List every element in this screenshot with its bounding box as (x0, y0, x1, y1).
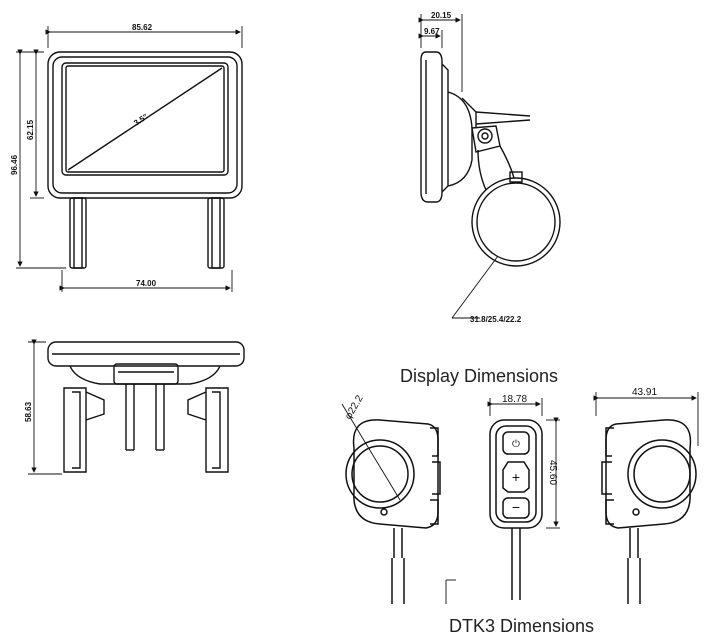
display-bottom-view (47, 341, 245, 473)
remote-right-dimension-lines (593, 392, 699, 446)
remote-left-dimension-lines (341, 403, 456, 604)
display-side-dimension-lines (418, 14, 499, 319)
dtk3-dimensions-caption: DTK3 Dimensions (449, 616, 595, 636)
display-front-view (47, 51, 243, 269)
remote-depth-label: 43.91 (632, 387, 657, 398)
remote-width-label: 18.78 (502, 394, 527, 405)
remote-height-label: 45.60 (547, 460, 558, 485)
display-width-label: 85.62 (132, 23, 153, 32)
display-dimensions-caption: Display Dimensions (400, 366, 559, 386)
plus-icon: + (512, 469, 520, 485)
remote-right-view (601, 419, 697, 604)
power-button-outline (502, 431, 530, 455)
display-depth-inner-label: 9.67 (424, 27, 440, 36)
display-front-dimension-lines (16, 26, 243, 292)
minus-icon: − (512, 499, 520, 515)
display-diagonal-label: 3.5" (132, 112, 150, 128)
power-icon: ⏻ (512, 439, 520, 450)
display-total-height-label: 96.46 (10, 154, 19, 175)
remote-front-dimension-lines (487, 398, 560, 529)
display-bottom-dimension-lines (28, 339, 62, 475)
clamp-sizes-label: 31.8/25.4/22.2 (470, 315, 522, 324)
remote-left-view (345, 419, 441, 604)
remote-front-view (489, 419, 543, 600)
display-depth-label: 20.15 (431, 11, 452, 20)
display-base-width-label: 74.00 (136, 279, 157, 288)
display-side-view (420, 51, 561, 267)
display-screen-height-label: 62.15 (26, 119, 35, 140)
remote-ring-label: φ22.2 (343, 393, 366, 421)
display-bottom-height-label: 58.63 (24, 401, 33, 422)
